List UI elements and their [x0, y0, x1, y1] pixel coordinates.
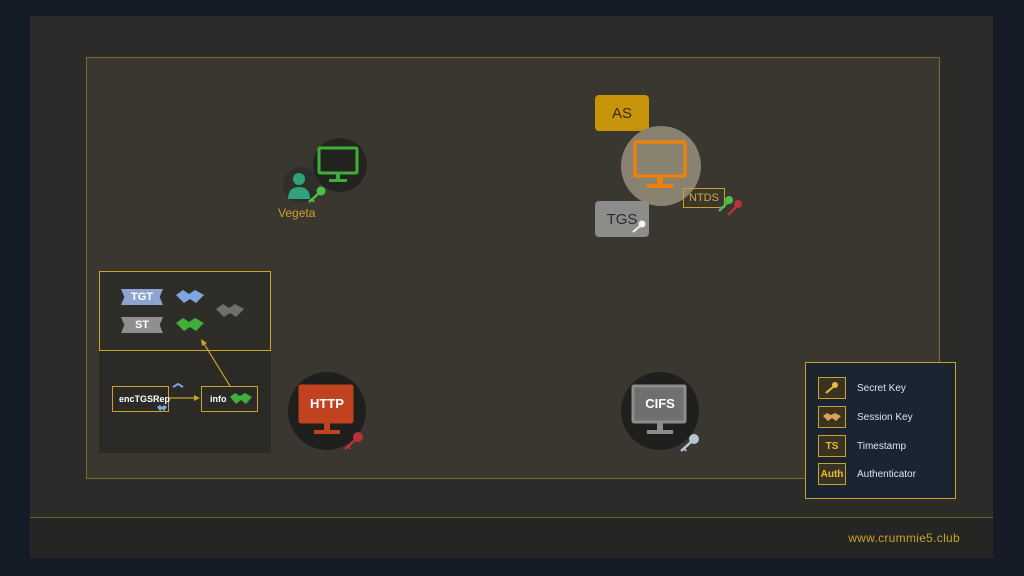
domain-controller	[621, 126, 701, 206]
ticket-cache-panel	[99, 271, 271, 351]
enc-tgs-rep-label: encTGSRep	[119, 394, 171, 404]
handshake-icon	[176, 318, 204, 331]
key-icon	[825, 382, 838, 394]
http-service: HTTP	[288, 372, 366, 450]
handshake-icon	[230, 393, 252, 404]
user-icon	[288, 173, 310, 199]
site-url: www.crummie5.club	[848, 531, 960, 545]
key-icon	[308, 186, 326, 203]
flow-panel	[99, 351, 271, 453]
cifs-label: CIFS	[645, 396, 675, 411]
footer-bar	[30, 517, 993, 558]
tgs-box: TGS	[595, 201, 649, 237]
key-icon	[680, 434, 699, 452]
legend: Secret Key Session Key TS Timestamp Auth…	[805, 362, 956, 499]
client-workstation	[313, 138, 367, 192]
monitor-icon	[631, 384, 687, 434]
tgt-ticket: TGT	[121, 289, 163, 305]
legend-item-session-key: Session Key	[818, 405, 913, 429]
legend-item-timestamp: TS Timestamp	[818, 434, 906, 458]
info-label: info	[210, 394, 227, 404]
enc-tgs-rep-box: encTGSRep	[112, 386, 171, 412]
legend-label: Session Key	[857, 411, 913, 423]
legend-item-authenticator: Auth Authenticator	[818, 462, 916, 486]
legend-handshake-icon	[818, 406, 846, 428]
monitor-icon	[298, 384, 354, 434]
key-icon	[344, 432, 363, 450]
monitor-icon	[633, 140, 687, 188]
flow-arrows	[169, 339, 231, 401]
as-box: AS	[595, 95, 649, 131]
cifs-service: CIFS	[621, 372, 699, 450]
legend-label: Secret Key	[857, 382, 906, 394]
legend-label: Authenticator	[857, 468, 916, 480]
ntds-box: NTDS	[683, 188, 725, 208]
keys-icon	[718, 196, 742, 216]
handshake-icon	[823, 413, 841, 421]
key-icon	[632, 220, 646, 233]
handshake-icon	[216, 304, 244, 317]
legend-ts-icon: TS	[818, 435, 846, 457]
st-ticket: ST	[121, 317, 163, 333]
handshake-icon	[176, 290, 204, 303]
handshake-icon	[157, 405, 167, 411]
legend-label: Timestamp	[857, 440, 907, 452]
legend-key-icon	[818, 377, 846, 399]
http-label: HTTP	[310, 396, 344, 411]
client-label: Vegeta	[278, 206, 316, 220]
monitor-icon	[317, 146, 359, 182]
legend-auth-icon: Auth	[818, 463, 846, 485]
info-box: info	[201, 386, 258, 412]
legend-item-secret-key: Secret Key	[818, 376, 906, 400]
